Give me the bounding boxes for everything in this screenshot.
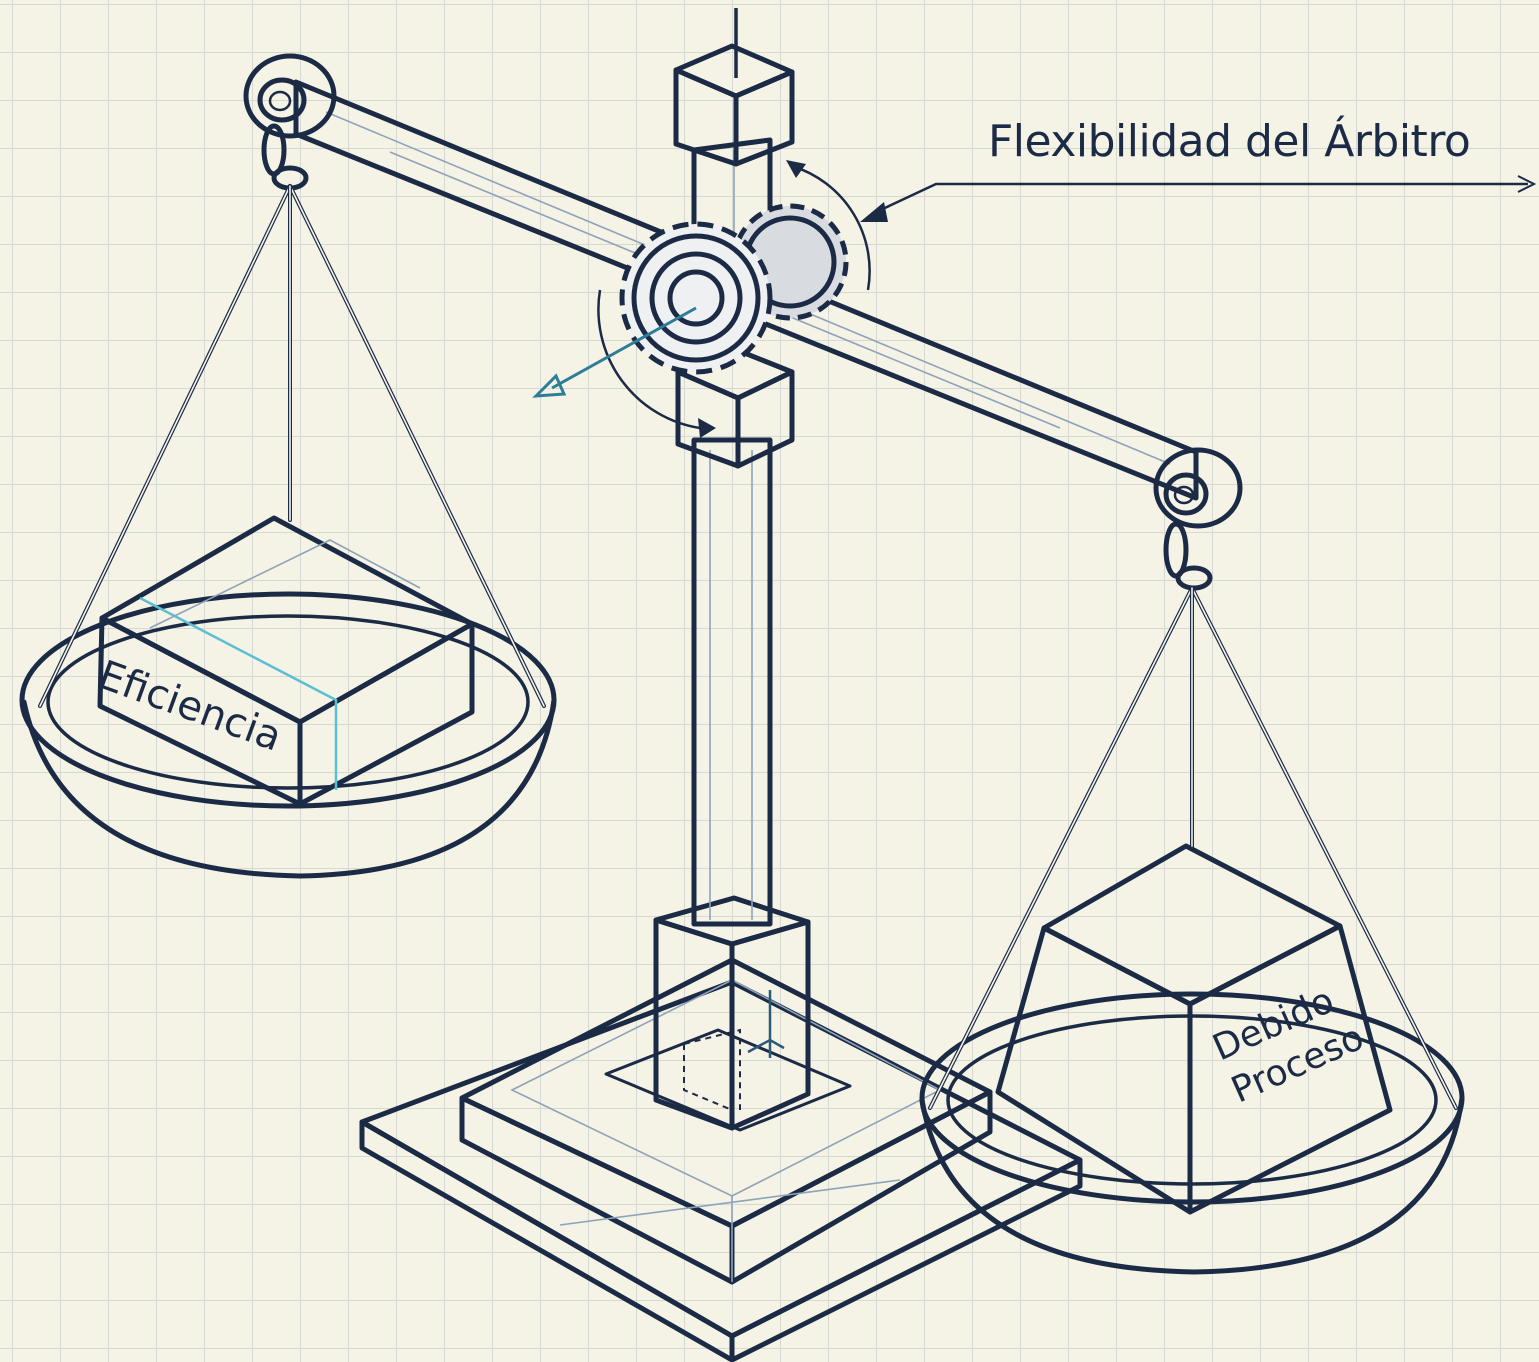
callout-arrow-icon: [860, 175, 1537, 222]
arbiter-flexibility-label: Flexibilidad del Árbitro: [988, 116, 1471, 167]
column-cap: [673, 8, 795, 167]
left-pan: [19, 123, 557, 879]
pivot-gear-icon: [532, 160, 871, 469]
scale-base: [359, 957, 1083, 1362]
column-collar: [653, 895, 811, 1131]
right-pan: [919, 521, 1465, 1275]
